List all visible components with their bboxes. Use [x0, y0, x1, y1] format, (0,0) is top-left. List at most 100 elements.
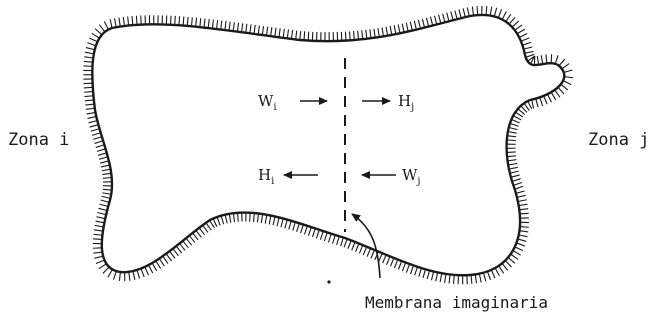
hatch-tick [541, 55, 543, 64]
hatch-tick [316, 230, 319, 239]
hatch-tick [101, 165, 110, 167]
hatch-tick [508, 132, 517, 134]
hatch-tick [555, 55, 558, 64]
hatch-tick [250, 24, 251, 33]
hatch-tick [495, 268, 499, 276]
hatch-tick [115, 18, 117, 27]
hatch-tick [128, 16, 129, 25]
hatch-tick [449, 275, 450, 284]
hatch-tick [536, 99, 538, 108]
hatch-tick [511, 175, 520, 177]
hatch-tick [273, 216, 275, 225]
hatch-tick [515, 247, 523, 251]
hatch-tick [304, 31, 305, 40]
hatch-tick [102, 173, 111, 174]
hatch-tick [324, 232, 327, 241]
hatch-tick [262, 26, 263, 35]
hatch-tick [507, 140, 516, 141]
hatch-tick [515, 186, 523, 189]
hatch-tick [512, 179, 521, 182]
hatch-tick [100, 204, 109, 206]
hatch-tick [508, 257, 515, 263]
hatch-tick [254, 213, 255, 222]
hatch-tick [344, 239, 347, 247]
hatch-tick [490, 7, 492, 16]
hatch-tick [333, 235, 336, 244]
hatch-tick [199, 228, 204, 235]
hatch-tick [559, 59, 565, 66]
hatch-tick [454, 275, 455, 284]
hatch-tick [551, 92, 556, 100]
hatch-tick [206, 223, 211, 230]
hatch-tick [511, 254, 518, 259]
hatch-tick [516, 191, 525, 193]
hatch-tick [517, 29, 525, 34]
hatch-tick [193, 233, 199, 240]
hatch-tick [415, 267, 418, 276]
hatch-tick [297, 223, 300, 232]
hatch-tick [96, 217, 105, 219]
hatch-tick [159, 259, 164, 266]
hatch-tick [129, 272, 130, 281]
hatch-tick [459, 9, 461, 18]
hatch-tick [119, 18, 120, 27]
hatch-tick [102, 193, 111, 194]
hatch-tick [86, 48, 95, 50]
region-boundary [83, 6, 573, 284]
hatch-tick [85, 104, 94, 105]
hatch-tick [511, 120, 519, 123]
hatch-tick [513, 251, 521, 256]
hatch-tick [352, 242, 355, 250]
hatch-tick [275, 28, 276, 37]
hatch-tick [508, 163, 517, 165]
hatch-tick [518, 239, 527, 241]
hatch-tick [387, 256, 390, 264]
hatch-tick [362, 30, 363, 39]
hatch-tick [283, 29, 284, 38]
hatch-tick [183, 241, 189, 248]
hatch-tick [350, 31, 351, 40]
hatch-tick [451, 12, 453, 21]
hatch-tick [509, 17, 515, 24]
hatch-tick [300, 31, 301, 40]
hatch-tick [426, 18, 428, 27]
hatch-tick [513, 182, 522, 185]
hatch-tick [505, 261, 511, 267]
hatch-tick [250, 213, 251, 222]
hatch-tick [229, 22, 230, 31]
hatch-tick [108, 269, 113, 277]
hatch-tick [367, 248, 370, 256]
hatch-tick [430, 17, 432, 26]
hatch-tick [354, 31, 355, 40]
hatch-tick [477, 6, 478, 15]
hatch-tick [475, 274, 476, 283]
hatch-tick [163, 256, 168, 263]
hatch-tick [93, 239, 102, 240]
hatch-tick [394, 260, 397, 268]
hatch-tick [94, 230, 103, 231]
hatch-tick [337, 236, 340, 245]
hatch-tick [175, 16, 176, 25]
hatch-tick [110, 19, 112, 28]
hatch-tick [341, 238, 344, 247]
hatch-tick [103, 267, 109, 273]
hatch-tick [85, 52, 94, 54]
hatch-tick [225, 215, 227, 224]
hatch-tick [91, 129, 100, 132]
hatch-tick [267, 27, 268, 36]
hatch-tick [528, 101, 532, 109]
hatch-tick [170, 251, 175, 258]
hatch-tick [97, 213, 106, 215]
hatch-tick [455, 10, 457, 19]
hatch-tick [258, 26, 259, 35]
hatch-tick [359, 245, 362, 253]
hatch-tick [225, 21, 226, 30]
hatch-tick [87, 117, 96, 119]
hatch-tick [287, 29, 288, 38]
hatch-tick [285, 220, 287, 229]
hatch-tick [89, 38, 97, 42]
hatch-tick [196, 230, 202, 237]
hatch-tick [254, 25, 255, 34]
hatch-tick [293, 222, 296, 231]
hatch-tick [100, 161, 109, 163]
